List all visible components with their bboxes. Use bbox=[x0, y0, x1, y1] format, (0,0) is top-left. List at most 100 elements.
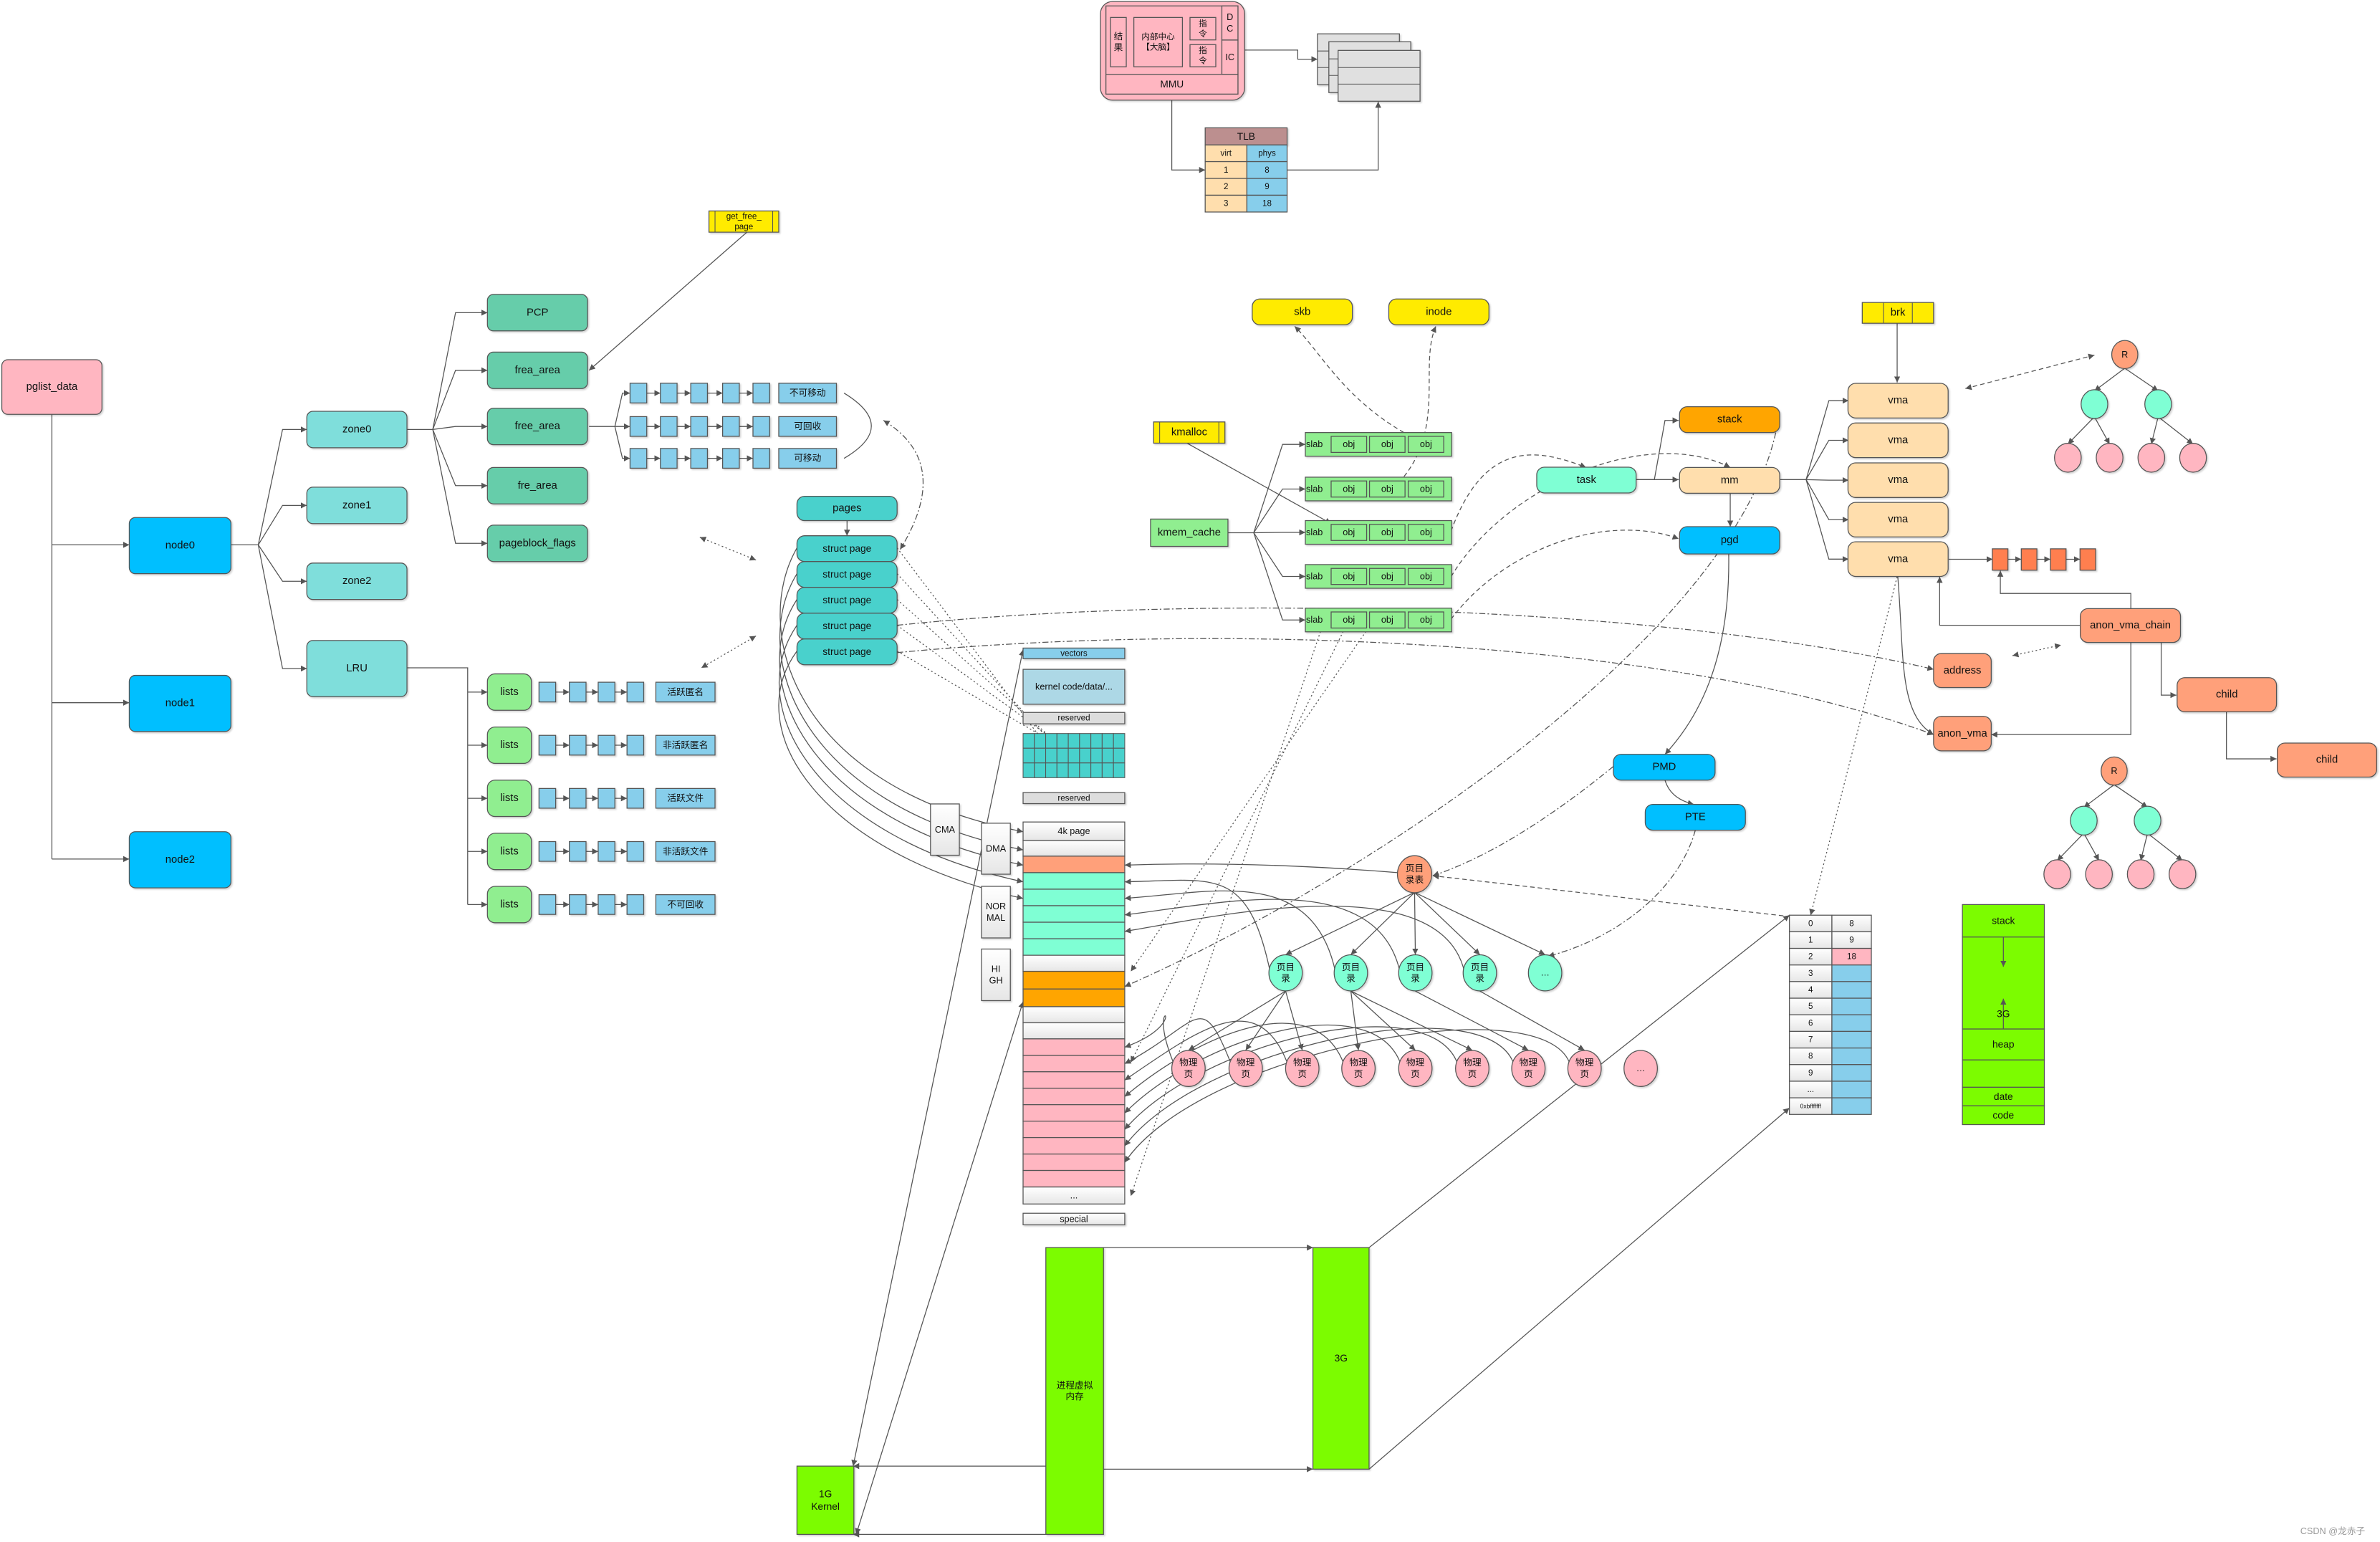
pte-value-1-label: 9 bbox=[1849, 935, 1853, 944]
brk-pointer-shape bbox=[1861, 302, 1934, 324]
core-unit-label: 内部中心 bbox=[1141, 32, 1175, 42]
vma-2-label: vma bbox=[1888, 474, 1909, 486]
free-block bbox=[721, 383, 740, 403]
lru-block-shape bbox=[626, 787, 645, 809]
mem-map-cell bbox=[1056, 762, 1069, 778]
migrate-type-0: 不可移动 bbox=[778, 383, 838, 403]
lru-type-4: 不可回收 bbox=[655, 894, 716, 915]
anon-chain-block-shape bbox=[2079, 548, 2096, 571]
zone-3-shape bbox=[306, 640, 408, 697]
vma-link bbox=[1805, 477, 1849, 484]
anon-rbtree-root-label: R bbox=[2111, 766, 2117, 776]
layout-segment: date bbox=[1962, 1086, 2045, 1106]
lru-block bbox=[538, 841, 557, 862]
zone-field-1-shape bbox=[486, 351, 588, 389]
node-1: node1 bbox=[128, 674, 231, 732]
lru-block-shape bbox=[626, 734, 645, 756]
mem-map-grid bbox=[1022, 733, 1126, 778]
page-frame-shape bbox=[1022, 1104, 1126, 1122]
zone-3-label: LRU bbox=[346, 663, 368, 674]
get-free-page-link bbox=[588, 231, 747, 371]
pte-index-6: 6 bbox=[1789, 1014, 1833, 1033]
dir-link bbox=[1414, 891, 1480, 955]
dir-to-frame bbox=[1124, 890, 1336, 973]
anon-chain-block-shape bbox=[2050, 548, 2067, 571]
slab-object-shape bbox=[1368, 524, 1406, 541]
slab-to-pgd bbox=[1450, 530, 1679, 620]
physical-page-5-shape bbox=[1455, 1050, 1489, 1087]
lru-block-shape bbox=[598, 787, 615, 809]
lru-block-shape bbox=[626, 841, 645, 862]
free-block bbox=[660, 448, 678, 469]
page-frame-shape bbox=[1022, 954, 1126, 972]
physical-page-1-label: 页 bbox=[1241, 1069, 1250, 1079]
instruction-unit-0-shape bbox=[1189, 16, 1217, 41]
physical-page-7-shape bbox=[1567, 1050, 1602, 1087]
memory-row-divider bbox=[1338, 67, 1421, 85]
vma-rbtree-leaf-shape bbox=[2179, 443, 2207, 473]
pte-value-9 bbox=[1831, 1064, 1872, 1082]
pages-array-label: pages bbox=[832, 503, 861, 514]
lru-block bbox=[569, 841, 587, 862]
pglist-data-shape bbox=[1, 359, 102, 415]
mm-struct: mm bbox=[1679, 466, 1780, 494]
lru-block-shape bbox=[569, 787, 587, 809]
zone-0-shape bbox=[306, 411, 408, 449]
dir-link bbox=[1414, 891, 1545, 955]
physical-page-5-label: 页 bbox=[1468, 1069, 1477, 1079]
migrate-type-1: 可回收 bbox=[778, 416, 838, 437]
page-frame-label: 4k page bbox=[1057, 826, 1090, 836]
process-virtual-memory-shape bbox=[1045, 1247, 1104, 1536]
lru-type-1-shape bbox=[655, 734, 716, 756]
pte-index-10: ... bbox=[1789, 1081, 1833, 1098]
zone-field-0: PCP bbox=[486, 294, 588, 332]
pte-index-0: 0 bbox=[1789, 914, 1833, 933]
pte-table: PTE bbox=[1644, 803, 1746, 831]
slab-object-label: obj bbox=[1381, 571, 1393, 581]
tlb-virt-0: 1 bbox=[1204, 161, 1248, 179]
mem-map-cell bbox=[1022, 733, 1035, 749]
zone-1-shape bbox=[306, 487, 408, 525]
vma-3: vma bbox=[1847, 502, 1949, 538]
dir-link bbox=[1412, 892, 1419, 955]
lru-block-shape bbox=[598, 894, 615, 915]
reserved-region-1: reserved bbox=[1022, 792, 1126, 805]
pglist-data: pglist_data bbox=[1, 359, 102, 415]
kernel-space-label: Kernel bbox=[811, 1501, 840, 1512]
lru-block bbox=[538, 734, 557, 756]
kernel-space-label: 1G bbox=[819, 1489, 832, 1500]
process-virtual-memory-label: 内存 bbox=[1065, 1392, 1084, 1402]
free-block-shape bbox=[660, 416, 678, 437]
physical-page-2-label: 页 bbox=[1297, 1069, 1307, 1079]
zone-2: zone2 bbox=[306, 562, 408, 600]
pte-index-6-label: 6 bbox=[1808, 1018, 1813, 1028]
free-block-shape bbox=[629, 383, 648, 403]
page-to-frame bbox=[1124, 1015, 1174, 1063]
reserved-region-0-label: reserved bbox=[1057, 714, 1090, 723]
free-block-shape bbox=[690, 383, 709, 403]
memory-zone-3-shape bbox=[981, 948, 1011, 1002]
instruction-unit-1-shape bbox=[1189, 44, 1217, 67]
pmd-to-pte bbox=[1664, 780, 1694, 806]
rb-edge bbox=[2139, 833, 2149, 861]
free-block-shape bbox=[629, 448, 648, 469]
lru-list-3-label: lists bbox=[500, 846, 519, 857]
rb-edge bbox=[2147, 833, 2183, 861]
tlb-virt-2-label: 3 bbox=[1224, 199, 1228, 209]
task-struct-label: task bbox=[1577, 474, 1597, 486]
tlb-phys-2-shape bbox=[1246, 194, 1288, 213]
zone-1-label: zone1 bbox=[342, 499, 371, 511]
vma-rbtree-root-label: R bbox=[2121, 350, 2128, 360]
pte-index-2-label: 2 bbox=[1808, 952, 1813, 962]
skb-cache-label: skb bbox=[1294, 306, 1310, 317]
lru-list-4-label: lists bbox=[500, 899, 519, 910]
layout-segment-label: heap bbox=[1992, 1039, 2015, 1050]
page-frame bbox=[1022, 1055, 1126, 1073]
anon-chain-block bbox=[1992, 548, 2009, 571]
mem-map-cell bbox=[1101, 747, 1114, 764]
tlb-phys-2-label: 18 bbox=[1262, 199, 1272, 209]
slab-object-label: obj bbox=[1343, 484, 1355, 494]
physical-page-0-shape bbox=[1171, 1050, 1206, 1087]
